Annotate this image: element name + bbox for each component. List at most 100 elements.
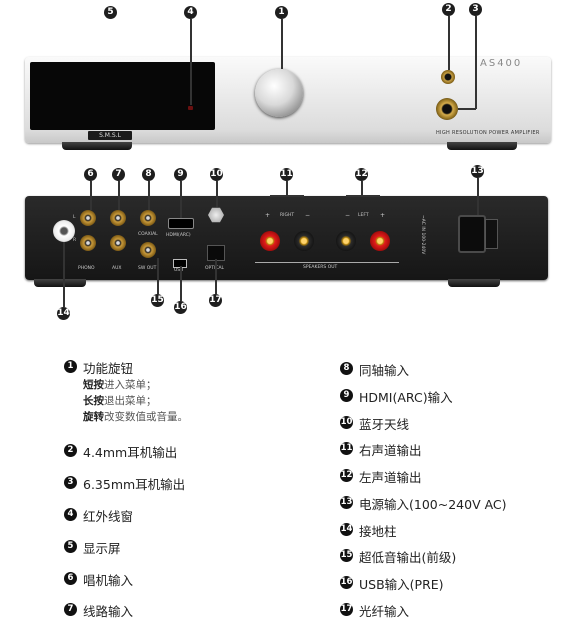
speakers-divider: [255, 262, 399, 263]
callout-11-line: [286, 181, 288, 195]
front-foot-right: [447, 142, 517, 150]
legend-item-8: 8 同轴输入: [340, 360, 409, 379]
legend-sub-rest: 退出菜单；: [104, 395, 157, 407]
legend-sub-key: 短按: [83, 379, 104, 391]
legend-num: 12: [340, 469, 353, 482]
legend-num: 3: [64, 476, 77, 489]
right-plus-post: [260, 231, 280, 251]
aux-l-jack: [110, 210, 126, 226]
callout-7: 7: [112, 168, 125, 181]
callout-12-line: [361, 181, 363, 195]
legend-item-1: 1 功能旋钮 短按进入菜单； 长按退出菜单； 旋转改变数值或音量。: [64, 358, 188, 425]
legend-num: 15: [340, 549, 353, 562]
legend-text: 左声道输出: [359, 470, 422, 485]
left-plus-post: [370, 231, 390, 251]
ground-post: [53, 220, 75, 242]
legend-item-13: 13 电源输入(100~240V AC): [340, 494, 507, 513]
legend-text: 唱机输入: [83, 573, 134, 588]
function-knob: [255, 69, 303, 117]
legend-text: 同轴输入: [359, 363, 410, 378]
legend-item-10: 10 蓝牙天线: [340, 414, 409, 433]
callout-17-line: [215, 259, 217, 294]
legend-sub-key: 旋转: [83, 411, 104, 423]
callout-9: 9: [174, 168, 187, 181]
bluetooth-antenna: [208, 207, 224, 223]
legend-text: 超低音输出(前级): [359, 550, 457, 565]
phono-r-label: R: [73, 238, 77, 243]
callout-16: 16: [174, 301, 187, 314]
callout-7-line: [118, 181, 120, 210]
legend-num: 8: [340, 362, 353, 375]
callout-8: 8: [142, 168, 155, 181]
legend-text: 线路输入: [83, 604, 134, 619]
right-minus-label: −: [305, 212, 311, 219]
callout-14-line: [63, 242, 65, 307]
ir-window: [188, 106, 193, 110]
sw-out-label: SW OUT: [138, 266, 157, 271]
callout-13-line: [477, 178, 479, 215]
legend-item-2: 2 4.4mm耳机输出: [64, 442, 177, 461]
power-switch: [485, 219, 498, 249]
callout-17: 17: [209, 294, 222, 307]
callout-11-bar: [270, 195, 304, 197]
callout-6: 6: [84, 168, 97, 181]
legend-num: 2: [64, 444, 77, 457]
legend-text: 光纤输入: [359, 604, 410, 619]
display-screen: [30, 62, 215, 130]
brand-logo: S.M.S.L: [88, 131, 132, 140]
callout-1-line: [281, 19, 283, 69]
rear-foot-right: [448, 279, 500, 287]
hdmi-label: HDMI(ARC): [166, 233, 191, 238]
legend-text: USB输入(PRE): [359, 577, 444, 592]
front-subtitle: HIGH RESOLUTION POWER AMPLIFIER: [436, 130, 540, 136]
rear-foot-left: [34, 279, 86, 287]
legend-text: 电源输入(100~240V AC): [359, 497, 507, 512]
usb-label: USB: [174, 268, 184, 273]
left-label: LEFT: [358, 213, 369, 218]
callout-11: 11: [280, 168, 293, 181]
coaxial-label: COAXIAL: [138, 232, 158, 237]
callout-3: 3: [469, 3, 482, 16]
phono-l-label: L: [73, 215, 76, 220]
legend-text: 接地柱: [359, 524, 397, 539]
phono-label: PHONO: [78, 266, 95, 271]
legend-num: 7: [64, 603, 77, 616]
callout-2-line: [448, 16, 450, 70]
legend-num: 4: [64, 508, 77, 521]
legend-text: 右声道输出: [359, 443, 422, 458]
legend-item-14: 14 接地柱: [340, 521, 397, 540]
speakers-out-label: SPEAKERS OUT: [303, 265, 338, 270]
legend-text: 4.4mm耳机输出: [83, 445, 178, 460]
callout-13: 13: [471, 165, 484, 178]
legend-text: 6.35mm耳机输出: [83, 477, 186, 492]
callout-1: 1: [275, 6, 288, 19]
aux-r-jack: [110, 235, 126, 251]
legend-text: 蓝牙天线: [359, 417, 410, 432]
power-inlet: [458, 215, 486, 253]
callout-5: 5: [104, 6, 117, 19]
optical-label: OPTICAL: [205, 266, 224, 271]
left-minus-post: [336, 231, 356, 251]
callout-16-line: [180, 266, 182, 301]
legend-text: HDMI(ARC)输入: [359, 390, 453, 405]
callout-2: 2: [442, 3, 455, 16]
legend-num: 13: [340, 496, 353, 509]
callout-8-line: [148, 181, 150, 210]
callout-3-line-v: [475, 16, 477, 109]
legend-num: 14: [340, 523, 353, 536]
callout-3-line-h: [458, 108, 476, 110]
legend-num: 1: [64, 360, 77, 373]
legend-item-11: 11 右声道输出: [340, 440, 422, 459]
callout-6-line: [90, 181, 92, 210]
left-plus-label: +: [380, 212, 386, 219]
phono-l-jack: [80, 210, 96, 226]
callout-14: 14: [57, 307, 70, 320]
legend-sub-rest: 改变数值或音量。: [104, 411, 188, 423]
legend-num: 11: [340, 442, 353, 455]
right-label: RIGHT: [280, 213, 295, 218]
legend-num: 10: [340, 416, 353, 429]
aux-label: AUX: [112, 266, 122, 271]
